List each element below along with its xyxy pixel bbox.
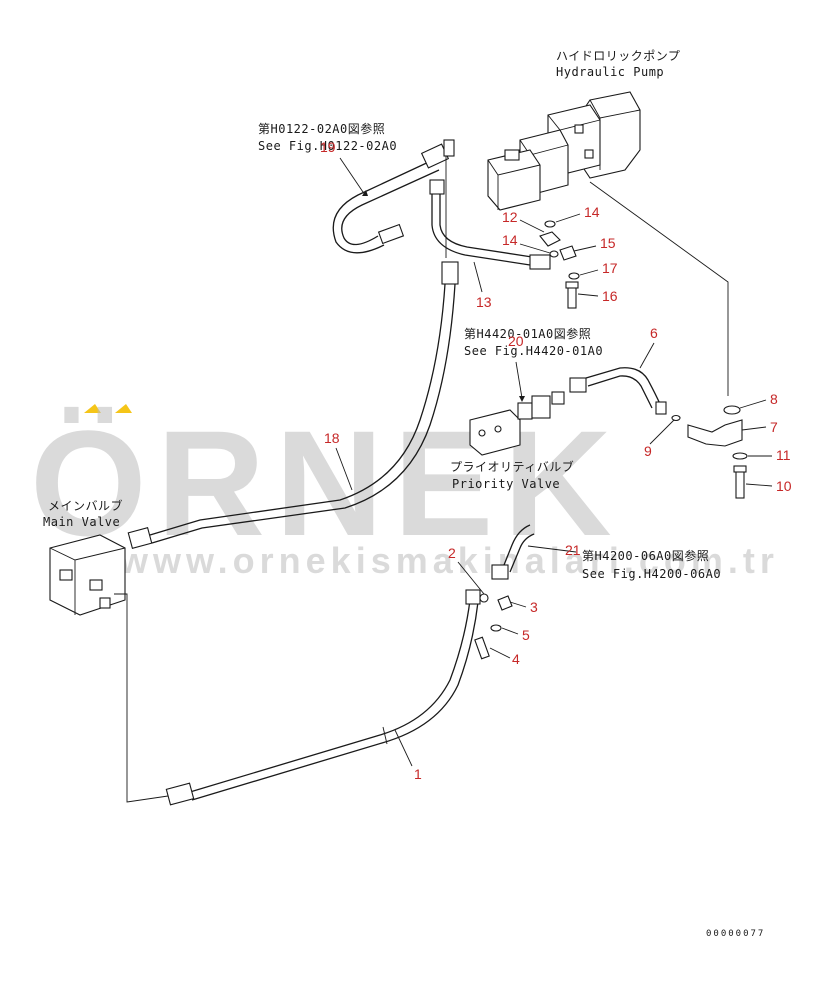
hose-13 bbox=[429, 179, 551, 270]
main-valve-leader bbox=[114, 593, 169, 803]
drawing-code: 00000077 bbox=[706, 929, 765, 939]
ref1-arrow bbox=[339, 157, 366, 196]
callout-14-mid: 14 bbox=[502, 232, 518, 248]
ref1-label-en: See Fig.H0122-02A0 bbox=[258, 139, 397, 153]
callout-15: 15 bbox=[600, 235, 616, 251]
callout-16: 16 bbox=[602, 288, 618, 304]
ref3-label-jp: 第H4200-06A0図参照 bbox=[582, 548, 709, 563]
hydraulic-pump-label-jp: ハイドロリックポンプ bbox=[556, 49, 680, 63]
ref2-label-jp: 第H4420-01A0図参照 bbox=[464, 326, 591, 341]
ref3-label-en: See Fig.H4200-06A0 bbox=[582, 567, 721, 581]
callout-6: 6 bbox=[650, 325, 658, 341]
callout-11: 11 bbox=[776, 447, 791, 463]
main-valve: メインバルブ Main Valve bbox=[43, 498, 126, 616]
callout-1: 1 bbox=[414, 766, 422, 782]
callout-20: 20 bbox=[508, 333, 524, 349]
callout-14-top: 14 bbox=[584, 204, 600, 220]
main-valve-label-en: Main Valve bbox=[43, 515, 120, 529]
callout-13: 13 bbox=[476, 294, 492, 310]
pump-leader-line bbox=[589, 181, 729, 396]
fittings-7-11 bbox=[671, 405, 748, 499]
callout-5: 5 bbox=[522, 627, 530, 643]
callout-3: 3 bbox=[530, 599, 538, 615]
watermark-url: www.ornekismakinalari.com.tr bbox=[119, 540, 779, 581]
fittings-2-5 bbox=[474, 593, 513, 660]
callout-2: 2 bbox=[448, 545, 456, 561]
priority-valve-label-jp: プライオリティバルブ bbox=[450, 459, 574, 474]
callout-17: 17 bbox=[602, 260, 618, 276]
ref1-label-jp: 第H0122-02A0図参照 bbox=[258, 121, 385, 136]
priority-valve: プライオリティバルブ Priority Valve bbox=[450, 395, 574, 491]
hose-21 bbox=[491, 524, 535, 580]
callout-21: 21 bbox=[565, 542, 581, 558]
watermark-accent-left bbox=[84, 404, 101, 413]
watermark-accent-right bbox=[115, 404, 132, 413]
main-valve-label-jp: メインバルブ bbox=[48, 498, 123, 513]
ref2-label-en: See Fig.H4420-01A0 bbox=[464, 344, 603, 358]
hose-6 bbox=[551, 367, 667, 415]
ref3-arrow bbox=[527, 545, 577, 553]
callout-18: 18 bbox=[324, 430, 340, 446]
hydraulic-pump: ハイドロリックポンプ Hydraulic Pump bbox=[487, 49, 680, 211]
hose-19 bbox=[332, 139, 455, 254]
priority-valve-label-en: Priority Valve bbox=[452, 477, 560, 491]
hose-18 bbox=[127, 261, 459, 549]
callout-19: 19 bbox=[320, 139, 336, 155]
callout-7: 7 bbox=[770, 419, 778, 435]
ref2-arrow bbox=[515, 361, 523, 399]
callout-4: 4 bbox=[512, 651, 520, 667]
callout-10: 10 bbox=[776, 478, 792, 494]
callout-8: 8 bbox=[770, 391, 778, 407]
pump-fittings bbox=[539, 220, 580, 309]
hose-1 bbox=[165, 589, 481, 806]
callouts: 1 2 3 4 5 6 7 8 9 10 11 12 13 14 14 15 1 bbox=[320, 139, 792, 782]
hydraulic-pump-label-en: Hydraulic Pump bbox=[556, 65, 664, 79]
callout-9: 9 bbox=[644, 443, 652, 459]
callout-12: 12 bbox=[502, 209, 518, 225]
